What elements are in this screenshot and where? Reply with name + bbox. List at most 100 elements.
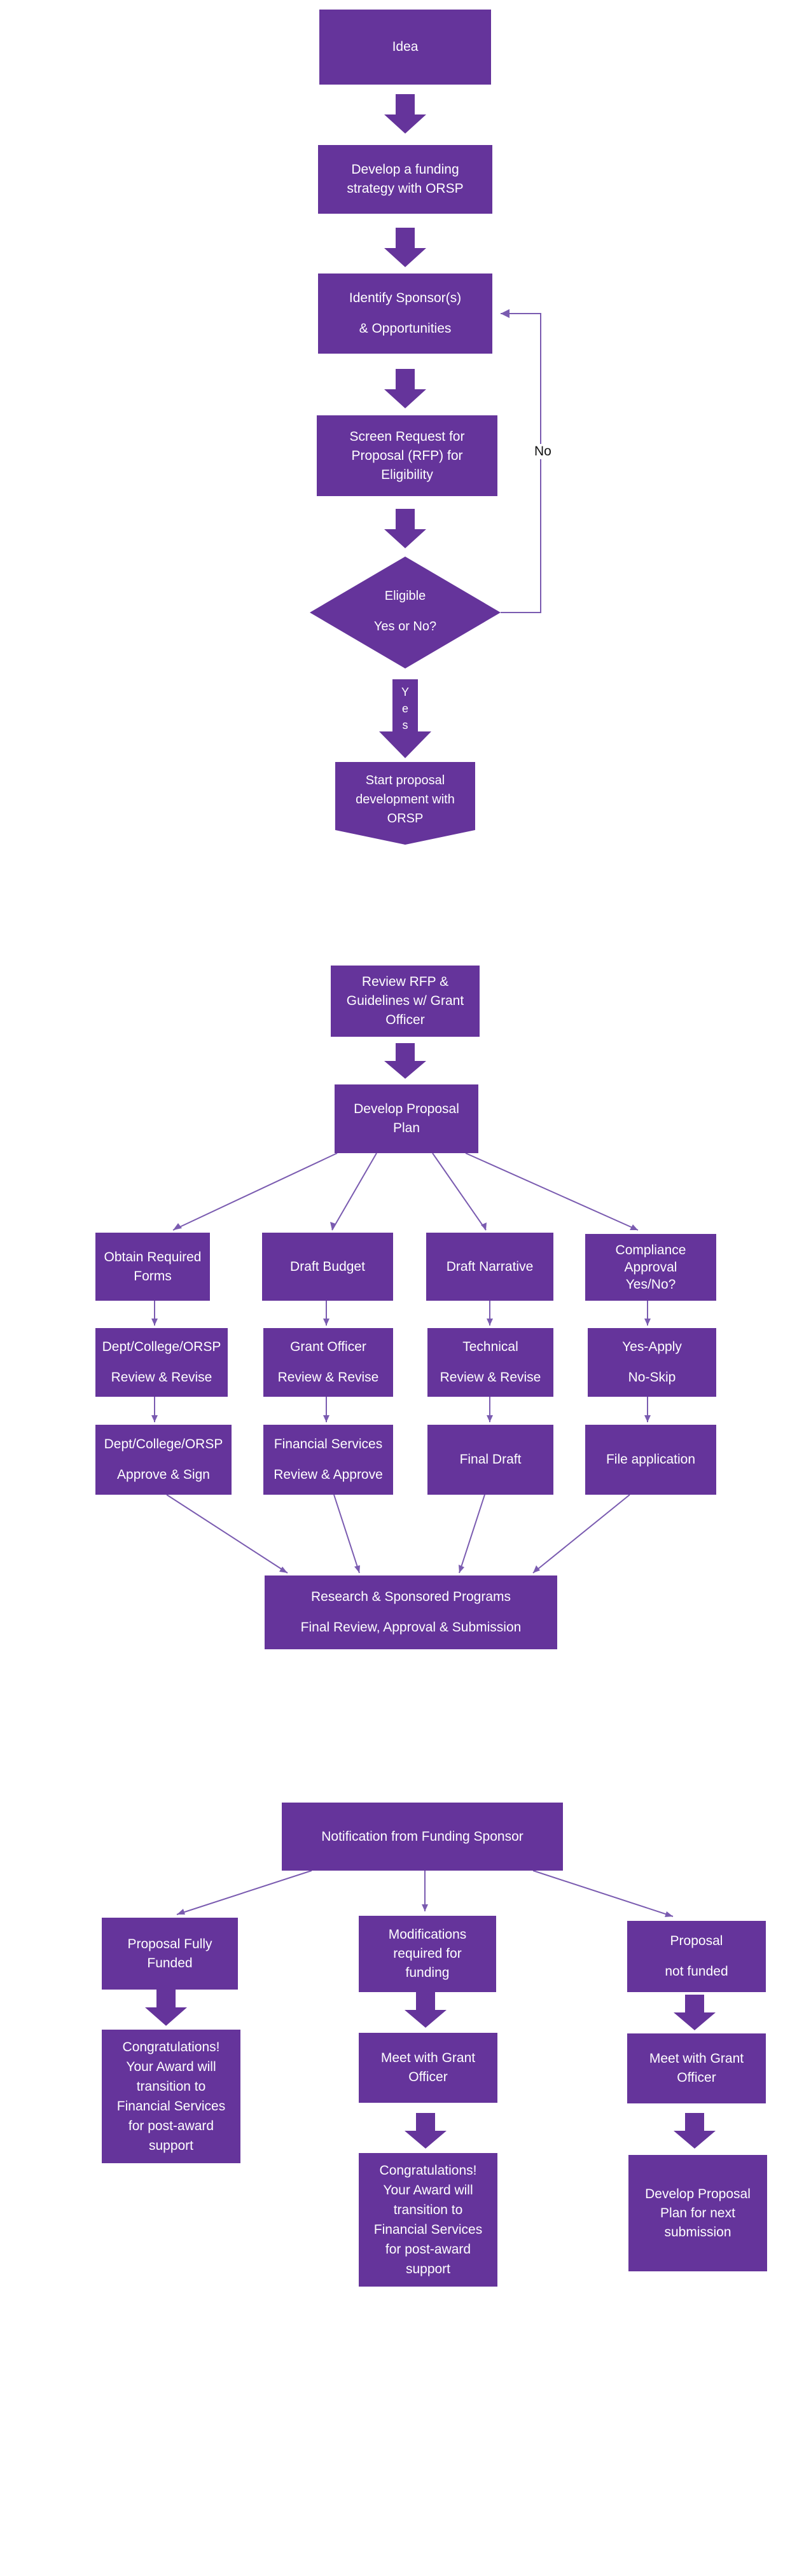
yes-letter-e: e: [401, 702, 408, 715]
final-draft-box: Final Draft: [427, 1425, 553, 1495]
draft-narrative-box: Draft Narrative: [426, 1233, 553, 1301]
rsp-final-review-box: Research & Sponsored Programs Final Revi…: [265, 1575, 557, 1649]
right-meet-officer-box: Meet with Grant Officer: [627, 2033, 766, 2103]
eligible-line2: Yes or No?: [373, 620, 437, 634]
no-loop-connector: [501, 313, 541, 613]
idea-label: Idea: [392, 39, 419, 54]
develop-plan-line2: Plan: [392, 1121, 420, 1135]
rsp-line2: Final Review, Approval & Submission: [300, 1620, 522, 1635]
review-rfp-box: Review RFP & Guidelines w/ Grant Officer: [331, 966, 480, 1037]
mid-congrats-line2: Your Award will: [383, 2183, 473, 2198]
start-proposal-line1: Start proposal: [365, 773, 445, 787]
review-rfp-line1: Review RFP &: [361, 974, 449, 989]
not-funded-line1: Proposal: [670, 1934, 723, 1948]
develop-next-line3: submission: [664, 2224, 731, 2240]
compliance-line2: Approval: [624, 1260, 677, 1275]
funding-strategy-box: Develop a funding strategy with ORSP: [318, 145, 492, 214]
start-proposal-shape: [335, 762, 475, 845]
notification-label: Notification from Funding Sponsor: [321, 1829, 523, 1844]
obtain-forms-line1: Obtain Required: [104, 1249, 202, 1264]
dept-approve-box: Dept/College/ORSP Approve & Sign: [95, 1425, 232, 1495]
grant-officer-review-line2: Review & Revise: [277, 1370, 379, 1385]
arrow-sponsors-to-screen: [384, 369, 426, 408]
arrow-eligible-to-start-yes: [379, 679, 431, 758]
review-rfp-line2: Guidelines w/ Grant: [346, 994, 464, 1008]
develop-next-line2: Plan for next: [660, 2205, 735, 2220]
eligible-decision-text: Eligible Yes or No?: [342, 588, 469, 634]
grant-officer-review-line1: Grant Officer: [290, 1340, 366, 1354]
left-congrats-line2: Your Award will: [126, 2060, 216, 2074]
dept-approve-line1: Dept/College/ORSP: [104, 1437, 223, 1451]
funding-strategy-line2: strategy with ORSP: [347, 181, 464, 196]
financial-services-box: Financial Services Review & Approve: [263, 1425, 393, 1495]
yes-label: Y e s: [399, 684, 412, 733]
identify-sponsors-line1: Identify Sponsor(s): [349, 291, 462, 305]
yes-apply-line2: No-Skip: [628, 1370, 676, 1385]
review-rfp-line3: Officer: [385, 1013, 425, 1027]
draft-budget-box: Draft Budget: [262, 1233, 393, 1301]
left-congrats-line1: Congratulations!: [122, 2040, 220, 2054]
compliance-line3: Yes/No?: [625, 1277, 676, 1292]
eligible-line1: Eligible: [384, 589, 426, 603]
modifications-line3: funding: [405, 1965, 450, 1980]
final-draft-line1: Final Draft: [459, 1452, 522, 1467]
dept-review-line2: Review & Revise: [111, 1370, 212, 1385]
mid-congrats-line6: support: [405, 2262, 451, 2276]
mid-congrats-box: Congratulations! Your Award will transit…: [359, 2153, 497, 2287]
financial-services-line1: Financial Services: [274, 1437, 383, 1451]
left-congrats-line4: Financial Services: [116, 2099, 226, 2114]
obtain-forms-line2: Forms: [134, 1268, 172, 1284]
draft-budget-line1: Draft Budget: [290, 1259, 365, 1274]
rsp-line1: Research & Sponsored Programs: [311, 1589, 511, 1604]
technical-review-box: Technical Review & Revise: [427, 1328, 553, 1397]
no-label: No: [533, 444, 553, 459]
yes-letter-y: Y: [401, 686, 409, 698]
develop-next-line1: Develop Proposal: [645, 2186, 751, 2201]
arrow-mid-head-to-meet: [405, 1992, 447, 2028]
develop-plan-line1: Develop Proposal: [354, 1102, 459, 1116]
screen-rfp-box: Screen Request for Proposal (RFP) for El…: [317, 415, 497, 496]
start-proposal-text: Start proposal development with ORSP: [338, 771, 472, 828]
idea-box: Idea: [319, 10, 491, 85]
yes-letter-s: s: [402, 719, 408, 731]
mid-congrats-line3: transition to: [393, 2203, 463, 2217]
yes-apply-box: Yes-Apply No-Skip: [588, 1328, 716, 1397]
arrow-left-head-to-body: [145, 1990, 187, 2026]
start-proposal-line2: development with: [356, 793, 455, 807]
mid-meet-officer-box: Meet with Grant Officer: [359, 2033, 497, 2103]
modifications-line1: Modifications: [388, 1927, 467, 1942]
arrow-review-to-plan: [384, 1043, 426, 1079]
arrow-strategy-to-sponsors: [384, 228, 426, 267]
screen-rfp-line3: Eligibility: [381, 467, 433, 482]
arrow-right-head-to-meet: [674, 1995, 716, 2030]
obtain-forms-box: Obtain Required Forms: [95, 1233, 210, 1301]
notification-box: Notification from Funding Sponsor: [282, 1803, 563, 1871]
left-congrats-line5: for post-award: [128, 2119, 214, 2133]
not-funded-box: Proposal not funded: [627, 1921, 766, 1992]
draft-narrative-line1: Draft Narrative: [446, 1259, 534, 1274]
financial-services-line2: Review & Approve: [274, 1467, 383, 1482]
develop-next-plan-box: Develop Proposal Plan for next submissio…: [628, 2155, 767, 2271]
left-congrats-line3: transition to: [136, 2079, 206, 2094]
dept-review-box: Dept/College/ORSP Review & Revise: [95, 1328, 228, 1397]
left-congrats-line6: support: [148, 2138, 194, 2153]
arrow-right-meet-to-body: [674, 2113, 716, 2149]
arrow-screen-to-eligible: [384, 509, 426, 548]
right-meet-line1: Meet with Grant: [649, 2051, 744, 2066]
dept-approve-line2: Approve & Sign: [117, 1467, 210, 1482]
technical-review-line1: Technical: [462, 1340, 518, 1354]
identify-sponsors-box: Identify Sponsor(s) & Opportunities: [318, 274, 492, 354]
technical-review-line2: Review & Revise: [440, 1370, 541, 1385]
fully-funded-line2: Funded: [147, 1955, 193, 1970]
identify-sponsors-line2: & Opportunities: [359, 321, 452, 336]
file-application-line1: File application: [606, 1452, 696, 1467]
develop-plan-box: Develop Proposal Plan: [335, 1084, 478, 1153]
fully-funded-line1: Proposal Fully: [127, 1936, 212, 1951]
right-meet-line2: Officer: [677, 2070, 716, 2085]
eligible-decision-diamond: [310, 557, 501, 668]
start-proposal-line3: ORSP: [387, 812, 424, 826]
dept-review-line1: Dept/College/ORSP: [102, 1340, 221, 1354]
left-congrats-box: Congratulations! Your Award will transit…: [102, 2030, 240, 2163]
not-funded-line2: not funded: [665, 1964, 728, 1979]
